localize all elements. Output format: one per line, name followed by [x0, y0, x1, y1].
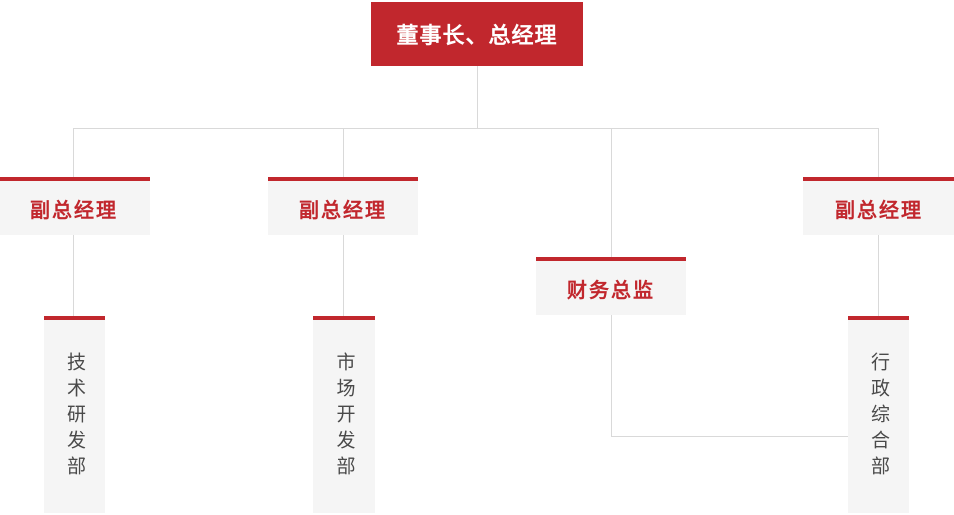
node-admin-general-department-label: 行政综合部 — [868, 352, 889, 482]
connector-drop-vp-left — [73, 128, 74, 177]
node-chairman-general-manager: 董事长、总经理 — [371, 2, 583, 66]
node-deputy-general-manager-1-label: 副总经理 — [30, 199, 118, 222]
node-tech-rd-department-label: 技术研发部 — [64, 352, 85, 482]
connector-drop-finance — [611, 128, 612, 257]
node-deputy-general-manager-3-label: 副总经理 — [835, 199, 923, 222]
node-tech-rd-department: 技术研发部 — [44, 316, 105, 513]
node-chairman-general-manager-label: 董事长、总经理 — [396, 23, 558, 48]
node-deputy-general-manager-2: 副总经理 — [268, 177, 418, 235]
connector-drop-vp-mid — [343, 128, 344, 177]
node-deputy-general-manager-1: 副总经理 — [0, 177, 150, 235]
connector-vp-left-to-tech — [73, 235, 74, 316]
node-finance-director-label: 财务总监 — [567, 279, 655, 302]
connector-finance-down — [611, 315, 612, 436]
connector-root-stem — [477, 66, 478, 128]
node-market-dev-department: 市场开发部 — [313, 316, 375, 513]
connector-vp-right-to-admin — [878, 235, 879, 316]
connector-finance-to-admin — [611, 436, 848, 437]
node-finance-director: 财务总监 — [536, 257, 686, 315]
connector-drop-vp-right — [878, 128, 879, 177]
node-admin-general-department: 行政综合部 — [848, 316, 909, 513]
node-deputy-general-manager-2-label: 副总经理 — [299, 199, 387, 222]
connector-vp-mid-to-market — [343, 235, 344, 316]
node-deputy-general-manager-3: 副总经理 — [803, 177, 954, 235]
node-market-dev-department-label: 市场开发部 — [333, 352, 355, 482]
connector-main-rail — [73, 128, 878, 129]
